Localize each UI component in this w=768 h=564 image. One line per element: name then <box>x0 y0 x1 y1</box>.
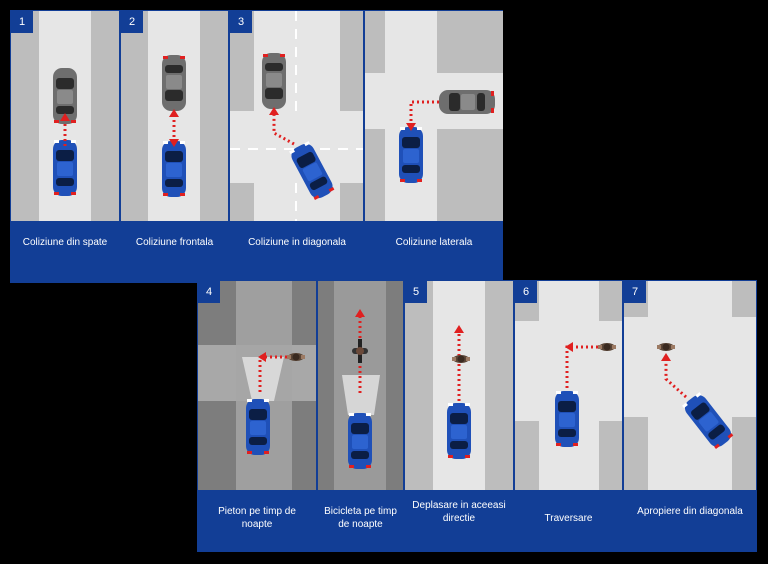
blue-car-icon <box>53 140 77 196</box>
scene-lateral-collision <box>365 11 503 221</box>
tile-caption: Coliziune frontala <box>135 237 214 248</box>
tile-caption: Coliziune din spate <box>22 237 108 248</box>
red-arrow-icon <box>272 113 295 146</box>
scenario-tile-bicycle <box>318 281 403 490</box>
tile-number: 5 <box>405 281 427 303</box>
tile-caption: Coliziune in diagonala <box>248 237 346 248</box>
scenario-tile-3: 3 <box>230 11 363 221</box>
blue-car-icon <box>162 141 186 197</box>
scene-diagonal-collision <box>230 11 363 221</box>
tile-number: 7 <box>624 281 646 303</box>
scene-frontal-collision <box>121 11 228 221</box>
scenario-tile-7: 7 <box>624 281 756 490</box>
blue-car-icon <box>447 403 471 459</box>
tile-number: 1 <box>11 11 33 33</box>
blue-car-icon <box>348 413 372 469</box>
scene-crossing <box>515 281 622 490</box>
gray-car-icon <box>439 90 495 114</box>
scenario-tile-6: 6 <box>515 281 622 490</box>
tile-caption: Bicicleta pe timp de noapte <box>324 506 397 530</box>
scene-rear-collision <box>11 11 119 221</box>
scenario-tile-4: 4 <box>198 281 316 490</box>
scenario-tile-lateral <box>365 11 503 221</box>
scenario-tile-1: 1 <box>11 11 119 221</box>
scenario-tile-5: 5 <box>405 281 513 490</box>
scene-diagonal-approach <box>624 281 756 490</box>
blue-car-icon <box>246 399 270 455</box>
tile-number: 2 <box>121 11 143 33</box>
scene-night-bicycle <box>318 281 403 490</box>
red-arrow-icon <box>664 359 688 399</box>
scene-night-pedestrian <box>198 281 316 490</box>
gray-car-icon <box>162 55 186 111</box>
gray-car-icon <box>262 53 286 109</box>
bicycle-icon <box>352 339 368 363</box>
tile-number: 3 <box>230 11 252 33</box>
blue-car-icon <box>399 127 423 183</box>
tile-caption: Traversare <box>544 513 593 524</box>
tile-caption: Coliziune laterala <box>395 237 473 248</box>
tile-number: 6 <box>515 281 537 303</box>
scene-same-direction <box>405 281 513 490</box>
tile-caption: Pieton pe timp de noapte <box>218 506 296 530</box>
blue-car-icon <box>555 391 579 447</box>
scenario-tile-2: 2 <box>121 11 228 221</box>
tile-caption: Apropiere din diagonala <box>637 506 743 517</box>
tile-number: 4 <box>198 281 220 303</box>
tile-caption: Deplasare in aceeasi directie <box>412 500 506 524</box>
